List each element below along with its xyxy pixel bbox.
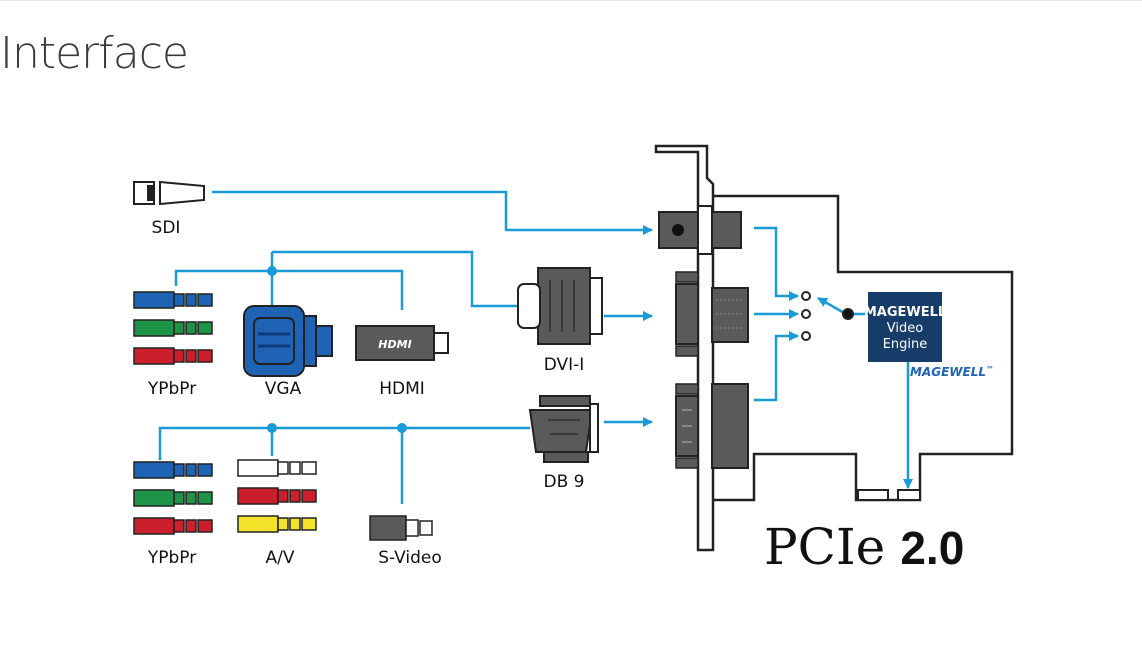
video-engine-chip: MAGEWELL Video Engine bbox=[864, 292, 946, 362]
ypbpr-bottom-connector-icon bbox=[133, 461, 213, 535]
input-switch bbox=[801, 291, 854, 341]
label-svideo: S-Video bbox=[378, 548, 442, 568]
label-ypbpr-bottom: YPbPr bbox=[147, 548, 196, 568]
connection-lines bbox=[158, 190, 913, 504]
label-hdmi: HDMI bbox=[379, 379, 425, 399]
label-dvi: DVI-I bbox=[544, 355, 585, 375]
label-ypbpr-top: YPbPr bbox=[147, 379, 196, 399]
svideo-connector-icon bbox=[369, 515, 433, 541]
pcie-label: PCIe bbox=[764, 518, 885, 576]
chip-label-line2: Video bbox=[887, 321, 923, 336]
hdmi-logo: HDMI bbox=[378, 338, 411, 351]
pcie-version: 2.0 bbox=[900, 522, 964, 574]
db9-connector-icon bbox=[528, 395, 599, 463]
label-sdi: SDI bbox=[152, 218, 181, 238]
label-db9: DB 9 bbox=[544, 472, 585, 492]
ypbpr-top-connector-icon bbox=[133, 291, 213, 365]
top-divider bbox=[0, 0, 1142, 1]
av-connector-icon bbox=[237, 459, 317, 533]
magewell-logo: MAGEWELL™ bbox=[910, 365, 994, 379]
sdi-connector-icon bbox=[133, 180, 205, 206]
chip-label-line1: MAGEWELL bbox=[864, 305, 946, 320]
pcie-version-label: PCIe 2.0 bbox=[764, 518, 964, 576]
junction-dots bbox=[267, 266, 407, 433]
card-sdi-port bbox=[658, 205, 742, 255]
pcie-fingers-left bbox=[857, 489, 889, 501]
page-title: Interface bbox=[0, 28, 189, 79]
hdmi-connector-icon: HDMI bbox=[355, 325, 449, 361]
vga-connector-icon bbox=[243, 305, 333, 377]
chip-label-line3: Engine bbox=[883, 337, 928, 352]
card-db9-port bbox=[675, 383, 749, 469]
label-vga: VGA bbox=[265, 379, 302, 399]
pcie-fingers-right bbox=[897, 489, 921, 501]
card-dvi-port bbox=[675, 271, 749, 357]
label-av: A/V bbox=[266, 548, 295, 568]
dvi-connector-icon bbox=[517, 267, 603, 345]
